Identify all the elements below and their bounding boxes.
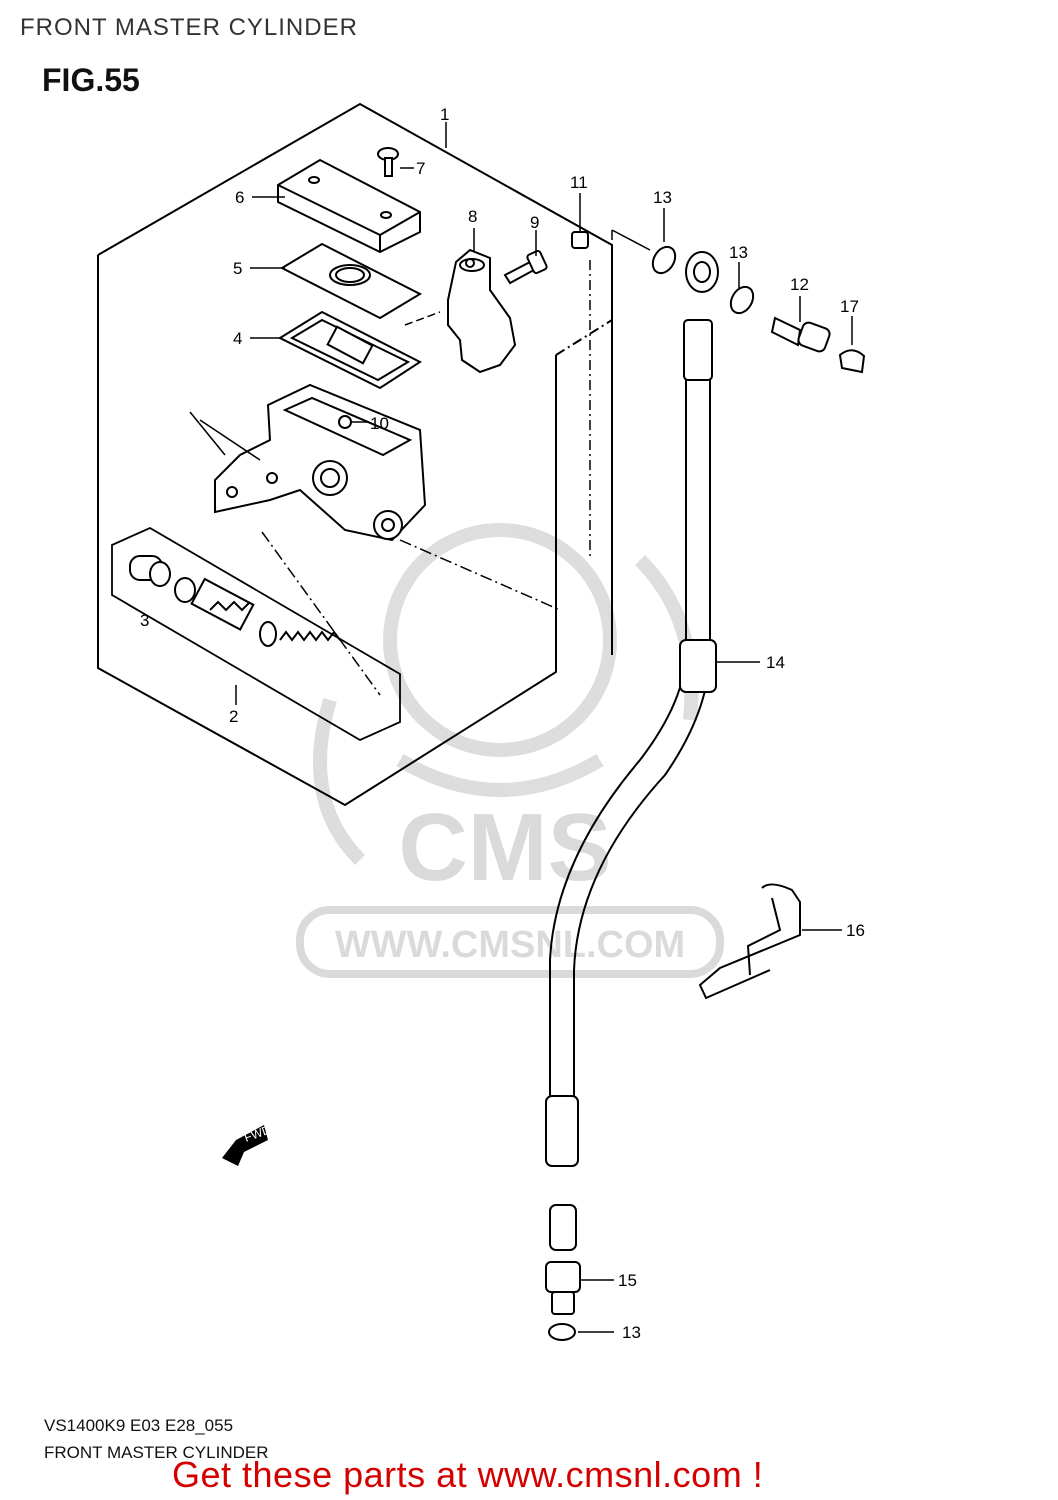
callout-1: 1 xyxy=(440,105,449,124)
callout-5: 5 xyxy=(233,259,242,278)
callout-12: 12 xyxy=(790,275,809,294)
callout-4: 4 xyxy=(233,329,242,348)
holder-clamp xyxy=(447,248,517,374)
diaphragm-plate xyxy=(279,242,423,320)
callout-7: 7 xyxy=(416,159,425,178)
callout-14: 14 xyxy=(766,653,785,672)
page-title: FRONT MASTER CYLINDER xyxy=(20,14,358,41)
callout-13-upper-right: 13 xyxy=(729,243,748,262)
callout-16: 16 xyxy=(846,921,865,940)
reservoir-cap xyxy=(277,158,421,254)
callout-2: 2 xyxy=(229,707,238,726)
washers xyxy=(548,245,755,1341)
callout-11: 11 xyxy=(570,173,588,192)
hose-clamp xyxy=(698,883,801,1000)
cms-watermark xyxy=(313,523,699,865)
watermark-url: WWW.CMSNL.COM xyxy=(335,924,685,966)
callout-8: 8 xyxy=(468,207,477,226)
figure-label: FIG.55 xyxy=(42,62,140,98)
callout-9: 9 xyxy=(530,213,539,232)
watermark-brand: CMS xyxy=(398,794,611,901)
bleeder-parts xyxy=(571,231,866,374)
fwd-arrow-icon: FWD xyxy=(222,1122,273,1166)
callout-15: 15 xyxy=(618,1271,637,1290)
piston-parts xyxy=(129,555,341,647)
diaphragm xyxy=(277,310,422,390)
leader-lines xyxy=(189,122,853,1333)
union-bolt xyxy=(545,1261,581,1315)
callout-10: 10 xyxy=(370,414,389,433)
master-cylinder-body xyxy=(214,383,427,542)
brake-hose xyxy=(545,251,719,1251)
callout-6: 6 xyxy=(235,188,244,207)
callout-17: 17 xyxy=(840,297,859,316)
cms-watermark-text: CMS WWW.CMSNL.COM xyxy=(296,794,724,978)
diagram-code: VS1400K9 E03 E28_055 xyxy=(44,1416,234,1435)
boot-cap xyxy=(338,415,352,429)
promo-link[interactable]: Get these parts at www.cmsnl.com ! xyxy=(172,1454,764,1495)
cap-screw xyxy=(377,147,399,177)
callouts: 1 2 3 4 5 6 7 8 9 10 11 12 13 13 13 14 1… xyxy=(140,105,865,1342)
callout-3: 3 xyxy=(140,611,149,630)
clamp-bolt xyxy=(503,249,548,285)
callout-13-upper-left: 13 xyxy=(653,188,672,207)
callout-13-lower: 13 xyxy=(622,1323,641,1342)
piston-kit-box xyxy=(111,526,401,742)
diagram-footer-title: FRONT MASTER CYLINDER xyxy=(44,1443,269,1462)
